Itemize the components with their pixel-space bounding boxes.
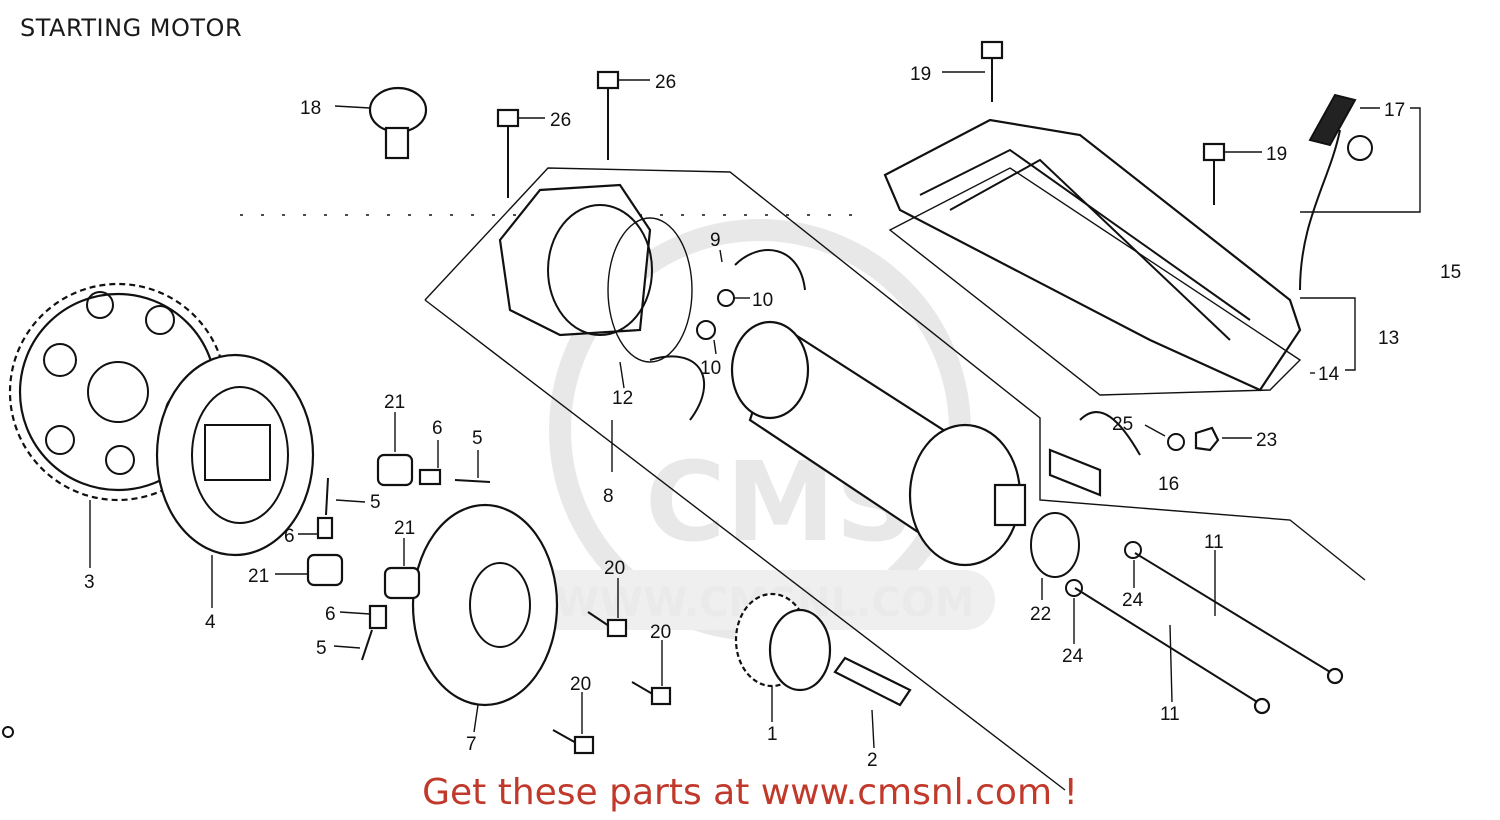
callout-5: 5 (316, 638, 327, 659)
callout-4: 4 (205, 612, 216, 633)
starter-clutch-outer (155, 353, 315, 557)
callout-2: 2 (867, 750, 878, 771)
starting-motor-body (730, 320, 1027, 567)
motor-end-cover (498, 183, 653, 337)
washer-24a (1124, 541, 1142, 559)
callout-labels: 18 26 26 19 19 17 15 13 14 9 10 10 12 8 … (84, 64, 1461, 771)
callout-1: 1 (767, 724, 778, 745)
callout-6: 6 (284, 526, 295, 547)
bolt-19-lower (1202, 142, 1226, 205)
washer-10b (696, 320, 716, 340)
neutral-switch (368, 86, 428, 160)
parts-shop-link[interactable]: Get these parts at www.cmsnl.com ! (422, 772, 1078, 813)
callout-9: 9 (710, 230, 721, 251)
callout-21: 21 (384, 392, 405, 413)
callout-11: 11 (1160, 704, 1180, 725)
callout-18: 18 (300, 98, 321, 119)
callout-25: 25 (1112, 414, 1133, 435)
page-mark (2, 726, 14, 738)
callout-6: 6 (325, 604, 336, 625)
callout-19: 19 (1266, 144, 1287, 165)
washer-10a (717, 289, 735, 307)
washer-25 (1167, 433, 1185, 451)
bolt-20a (587, 611, 628, 638)
callout-20: 20 (604, 558, 625, 579)
starter-cable (1299, 93, 1373, 291)
o-ring-12 (607, 217, 693, 363)
callout-19: 19 (910, 64, 931, 85)
spring-cap-6a (418, 468, 442, 486)
spring-5a (454, 479, 491, 483)
o-ring-22 (1030, 512, 1080, 578)
callout-24: 24 (1122, 590, 1144, 611)
callout-10: 10 (700, 358, 721, 379)
callout-5: 5 (472, 428, 483, 449)
assembly-outline-lower (424, 299, 1066, 791)
callout-17: 17 (1384, 100, 1405, 121)
callout-21: 21 (394, 518, 415, 539)
callout-23: 23 (1256, 430, 1277, 451)
bolt-26-lower (496, 108, 520, 198)
callout-26: 26 (655, 72, 676, 93)
callout-21: 21 (248, 566, 269, 587)
bolt-26-upper (596, 70, 620, 160)
starter-cover (883, 118, 1302, 392)
terminal-bolt-16 (1048, 411, 1141, 497)
bracket-13 (1300, 297, 1356, 371)
assembly-outline-8 (424, 167, 1366, 581)
roller-21c (383, 566, 421, 600)
callout-3: 3 (84, 572, 95, 593)
callout-20: 20 (570, 674, 591, 695)
bolt-20b (631, 681, 672, 706)
callout-20: 20 (650, 622, 671, 643)
roller-21a (376, 453, 414, 487)
page-title: STARTING MOTOR (20, 14, 243, 42)
gasket-14 (888, 167, 1302, 396)
bolt-19-upper (980, 40, 1004, 102)
reduction-shaft (833, 656, 912, 707)
callout-7: 7 (466, 734, 477, 755)
callout-16: 16 (1158, 474, 1179, 495)
callout-11: 11 (1204, 532, 1224, 553)
callout-8: 8 (603, 486, 614, 507)
spring-cap-6c (368, 604, 388, 630)
callout-24: 24 (1062, 646, 1084, 667)
callout-10: 10 (752, 290, 773, 311)
bracket-15 (1300, 107, 1421, 213)
callout-14: 14 (1318, 364, 1340, 385)
nut-23 (1194, 426, 1220, 452)
roller-21b (306, 553, 344, 587)
brush-plate (649, 355, 706, 421)
callout-6: 6 (432, 418, 443, 439)
callout-26: 26 (550, 110, 571, 131)
callout-15: 15 (1440, 262, 1461, 283)
reduction-gear (734, 592, 832, 692)
washer-24b (1065, 579, 1083, 597)
callout-22: 22 (1030, 604, 1051, 625)
brush-holder-9 (734, 249, 806, 291)
leader-lines (89, 71, 1380, 749)
bolt-20c (552, 729, 595, 755)
callout-13: 13 (1378, 328, 1399, 349)
long-bolt-11-lower (1074, 587, 1271, 715)
callout-12: 12 (612, 388, 633, 409)
long-bolt-11-upper (1134, 552, 1344, 685)
spring-5b (325, 477, 329, 516)
watermark: CMS WWW.CMSNL.COM (525, 219, 995, 641)
spring-cap-6b (316, 516, 334, 540)
clutch-plate (411, 503, 559, 707)
callout-5: 5 (370, 492, 381, 513)
spring-5c (361, 629, 373, 661)
